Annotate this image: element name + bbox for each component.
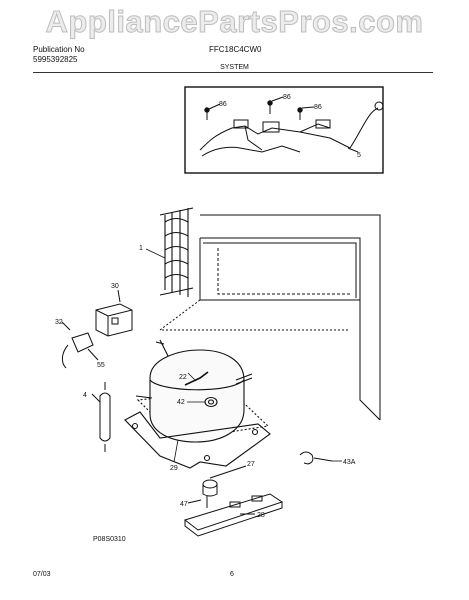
callout-22: 22	[179, 374, 187, 381]
footer-date: 07/03	[33, 571, 51, 578]
compressor	[124, 339, 271, 469]
drawing-code: P08S0310	[93, 536, 126, 543]
model-number: FFC18C4CW0	[209, 45, 262, 54]
section-title: SYSTEM	[220, 64, 249, 71]
callout-28: 28	[257, 512, 265, 519]
callout-5: 5	[357, 152, 361, 159]
callout-43a: 43A	[343, 459, 356, 466]
mount-bracket	[183, 465, 284, 537]
callout-32: 32	[55, 319, 63, 326]
callout-4: 4	[83, 392, 87, 399]
callout-1: 1	[139, 245, 143, 252]
callout-86-left: 86	[219, 101, 227, 108]
callout-30: 30	[111, 283, 119, 290]
cabinet-outline	[158, 214, 381, 421]
drier	[91, 382, 111, 452]
leader-lines	[145, 248, 342, 463]
callout-29: 29	[170, 465, 178, 472]
watermark: AppliancePartsPros.com	[45, 4, 424, 40]
callout-47: 47	[180, 501, 188, 508]
page-number: 6	[230, 571, 234, 578]
publication-number: 5995392825	[33, 55, 78, 64]
relay-assembly	[61, 289, 133, 369]
callout-42: 42	[177, 399, 185, 406]
header-rule	[33, 72, 433, 73]
callout-55: 55	[97, 362, 105, 369]
publication-label: Publication No	[33, 45, 85, 54]
callout-27: 27	[247, 461, 255, 468]
callout-86-middle: 86	[283, 94, 291, 101]
condenser-coil	[159, 207, 194, 297]
callout-86-right: 86	[314, 104, 322, 111]
wiring-inset	[184, 86, 384, 174]
clamp	[299, 451, 333, 465]
